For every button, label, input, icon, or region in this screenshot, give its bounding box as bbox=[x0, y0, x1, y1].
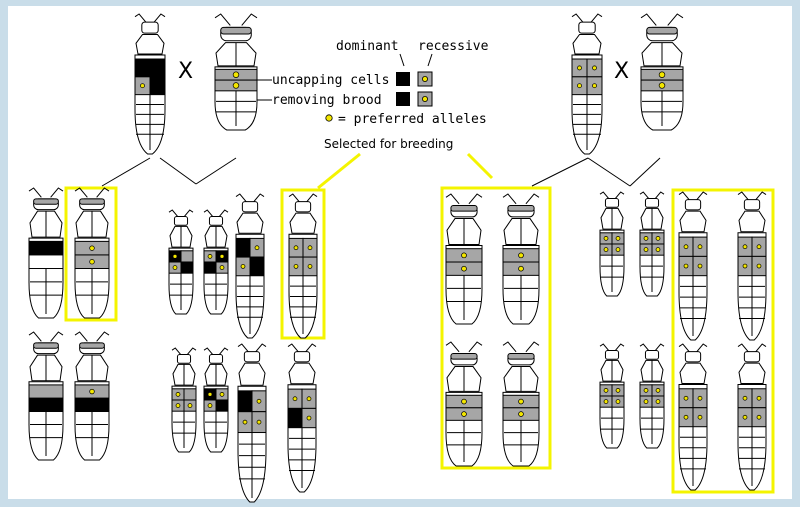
bee bbox=[214, 13, 258, 131]
selection-box-3 bbox=[440, 186, 552, 470]
selection-box-1 bbox=[64, 186, 118, 322]
bee bbox=[203, 347, 229, 453]
bee bbox=[599, 191, 625, 297]
legend-uncapping-label: uncapping cells bbox=[272, 73, 389, 88]
legend-dominant-swatch-2 bbox=[396, 92, 410, 106]
bee bbox=[502, 341, 540, 467]
legend-allele-dot bbox=[325, 114, 333, 122]
bee bbox=[28, 187, 64, 319]
bee bbox=[74, 187, 110, 319]
bee bbox=[445, 341, 483, 467]
bee bbox=[171, 347, 197, 453]
bee bbox=[640, 13, 684, 131]
bee bbox=[28, 331, 64, 461]
bee bbox=[445, 193, 483, 325]
legend-recessive-label: recessive bbox=[418, 39, 489, 54]
bee bbox=[203, 209, 229, 315]
bee bbox=[678, 343, 708, 491]
legend: dominant recessive uncapping cells remov… bbox=[256, 39, 489, 127]
selection-box-4 bbox=[671, 188, 775, 494]
bee bbox=[502, 193, 540, 325]
legend-removing-label: removing brood bbox=[272, 93, 382, 108]
lineage-lines bbox=[101, 157, 661, 187]
legend-dominant-label: dominant bbox=[336, 39, 399, 54]
bee bbox=[737, 191, 767, 341]
bee bbox=[288, 193, 318, 339]
bee bbox=[639, 191, 665, 297]
cross-symbol-right: X bbox=[614, 59, 629, 84]
bee bbox=[678, 191, 708, 341]
selected-pointer-left bbox=[317, 152, 361, 190]
legend-dominant-swatch-1 bbox=[396, 72, 410, 86]
bee bbox=[235, 193, 265, 339]
bee-group bbox=[28, 13, 767, 503]
bee bbox=[571, 13, 603, 155]
bee bbox=[737, 343, 767, 491]
legend-preferred-label: = preferred alleles bbox=[338, 112, 487, 127]
bee bbox=[74, 331, 110, 461]
bee bbox=[287, 343, 317, 493]
bee bbox=[639, 343, 665, 449]
bee bbox=[168, 209, 194, 315]
selected-for-breeding-label: Selected for breeding bbox=[324, 137, 453, 151]
bee bbox=[599, 343, 625, 449]
bee bbox=[134, 13, 166, 155]
cross-symbol-left: X bbox=[178, 59, 193, 84]
bee bbox=[237, 343, 267, 503]
selected-pointer-right bbox=[466, 152, 494, 180]
